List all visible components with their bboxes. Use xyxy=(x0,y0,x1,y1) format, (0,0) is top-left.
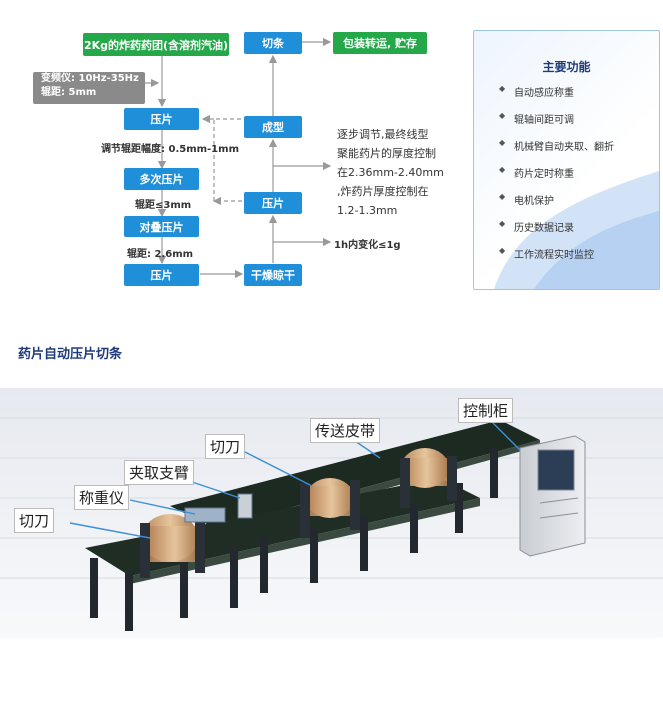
section-title: 药片自动压片切条 xyxy=(18,347,123,362)
flow-multi-press-box: 多次压片 xyxy=(124,168,199,190)
label-knife-top: 切刀 xyxy=(205,434,246,459)
feature-item: ◆ 机械臂自动夹取、翻折 xyxy=(499,138,614,165)
flow-press2-box: 压片 xyxy=(124,264,199,286)
flow-gap-le3-label: 辊距≤3mm xyxy=(135,200,192,211)
note-line: 1.2-1.3mm xyxy=(337,204,398,217)
label-knife-left: 切刀 xyxy=(14,508,55,533)
feature-item: ◆ 电机保护 xyxy=(499,192,614,219)
flow-change-label: 1h内变化≤1g xyxy=(334,240,401,251)
diamond-bullet-icon: ◆ xyxy=(499,138,506,147)
flow-dry-box: 干燥晾干 xyxy=(244,264,302,286)
flow-forming-box: 成型 xyxy=(244,116,302,138)
flow-dry-label: 干燥晾干 xyxy=(251,269,295,282)
feature-item-label: 自动感应称重 xyxy=(514,88,574,99)
note-line: 聚能药片的厚度控制 xyxy=(337,147,436,160)
diamond-bullet-icon: ◆ xyxy=(499,111,506,120)
diamond-bullet-icon: ◆ xyxy=(499,84,506,93)
flow-press3-box: 压片 xyxy=(244,192,302,214)
label-conveyor-belt: 传送皮带 xyxy=(310,418,381,443)
flow-press3-label: 压片 xyxy=(262,197,284,210)
flow-start-box: 2Kg的炸药药团(含溶剂汽油) xyxy=(83,33,229,56)
machine-illustration: 控制柜 传送皮带 切刀 夹取支臂 称重仪 切刀 xyxy=(0,388,663,638)
label-gripper-arm: 夹取支臂 xyxy=(124,460,195,485)
flow-stack-press-label: 对叠压片 xyxy=(139,220,184,234)
flow-start-label: 2Kg的炸药药团(含溶剂汽油) xyxy=(83,38,229,52)
flow-stack-press-box: 对叠压片 xyxy=(124,216,199,237)
flow-pack-box: 包装转运, 贮存 xyxy=(333,32,427,54)
feature-item: ◆ 自动感应称重 xyxy=(499,84,614,111)
panel-decoration xyxy=(494,171,659,289)
feature-item-label: 药片定时称重 xyxy=(514,169,574,180)
params-gap: 辊距: 5mm xyxy=(41,87,97,98)
feature-item-label: 机械臂自动夹取、翻折 xyxy=(514,142,614,153)
flow-press1-box: 压片 xyxy=(124,108,199,130)
feature-item-label: 电机保护 xyxy=(514,196,554,207)
diamond-bullet-icon: ◆ xyxy=(499,219,506,228)
flow-pack-label: 包装转运, 贮存 xyxy=(342,37,417,50)
flow-thickness-note: 逐步调节,最终线型 聚能药片的厚度控制 在2.36mm-2.40mm ,炸药片厚… xyxy=(337,125,444,220)
feature-item-label: 工作流程实时监控 xyxy=(514,250,594,261)
flow-gap-26-label: 辊距: 2.6mm xyxy=(127,249,194,260)
feature-panel: 主要功能 ◆ 自动感应称重 ◆ 辊轴间距可调 ◆ 机械臂自动夹取、翻折 ◆ 药片定时称重… xyxy=(473,30,660,290)
flow-press1-label: 压片 xyxy=(150,113,173,126)
feature-item-label: 辊轴间距可调 xyxy=(514,115,574,126)
flow-forming-label: 成型 xyxy=(262,121,284,134)
params-frequency: 变频仪: 10Hz-35Hz xyxy=(41,73,139,84)
diamond-bullet-icon: ◆ xyxy=(499,192,506,201)
flow-press2-label: 压片 xyxy=(150,269,173,282)
flow-multi-press-label: 多次压片 xyxy=(139,173,184,186)
flow-cut-box: 切条 xyxy=(244,32,302,54)
feature-item: ◆ 药片定时称重 xyxy=(499,165,614,192)
flow-cut-label: 切条 xyxy=(262,37,284,50)
note-line: 在2.36mm-2.40mm xyxy=(337,166,444,179)
flow-gap-adjust-label: 调节辊距幅度: 0.5mm-1mm xyxy=(101,144,239,155)
label-control-cabinet: 控制柜 xyxy=(458,398,514,423)
note-line: ,炸药片厚度控制在 xyxy=(337,185,429,198)
feature-item-label: 历史数据记录 xyxy=(514,223,574,234)
diamond-bullet-icon: ◆ xyxy=(499,165,506,174)
feature-list: ◆ 自动感应称重 ◆ 辊轴间距可调 ◆ 机械臂自动夹取、翻折 ◆ 药片定时称重 ◆ 电机保… xyxy=(499,84,614,273)
label-weighing-scale: 称重仪 xyxy=(74,485,130,510)
feature-panel-title: 主要功能 xyxy=(542,60,591,74)
feature-item: ◆ 工作流程实时监控 xyxy=(499,246,614,273)
feature-item: ◆ 历史数据记录 xyxy=(499,219,614,246)
feature-item: ◆ 辊轴间距可调 xyxy=(499,111,614,138)
flow-params-box: 变频仪: 10Hz-35Hz 辊距: 5mm xyxy=(33,72,145,104)
note-line: 逐步调节,最终线型 xyxy=(337,128,429,141)
diamond-bullet-icon: ◆ xyxy=(499,246,506,255)
